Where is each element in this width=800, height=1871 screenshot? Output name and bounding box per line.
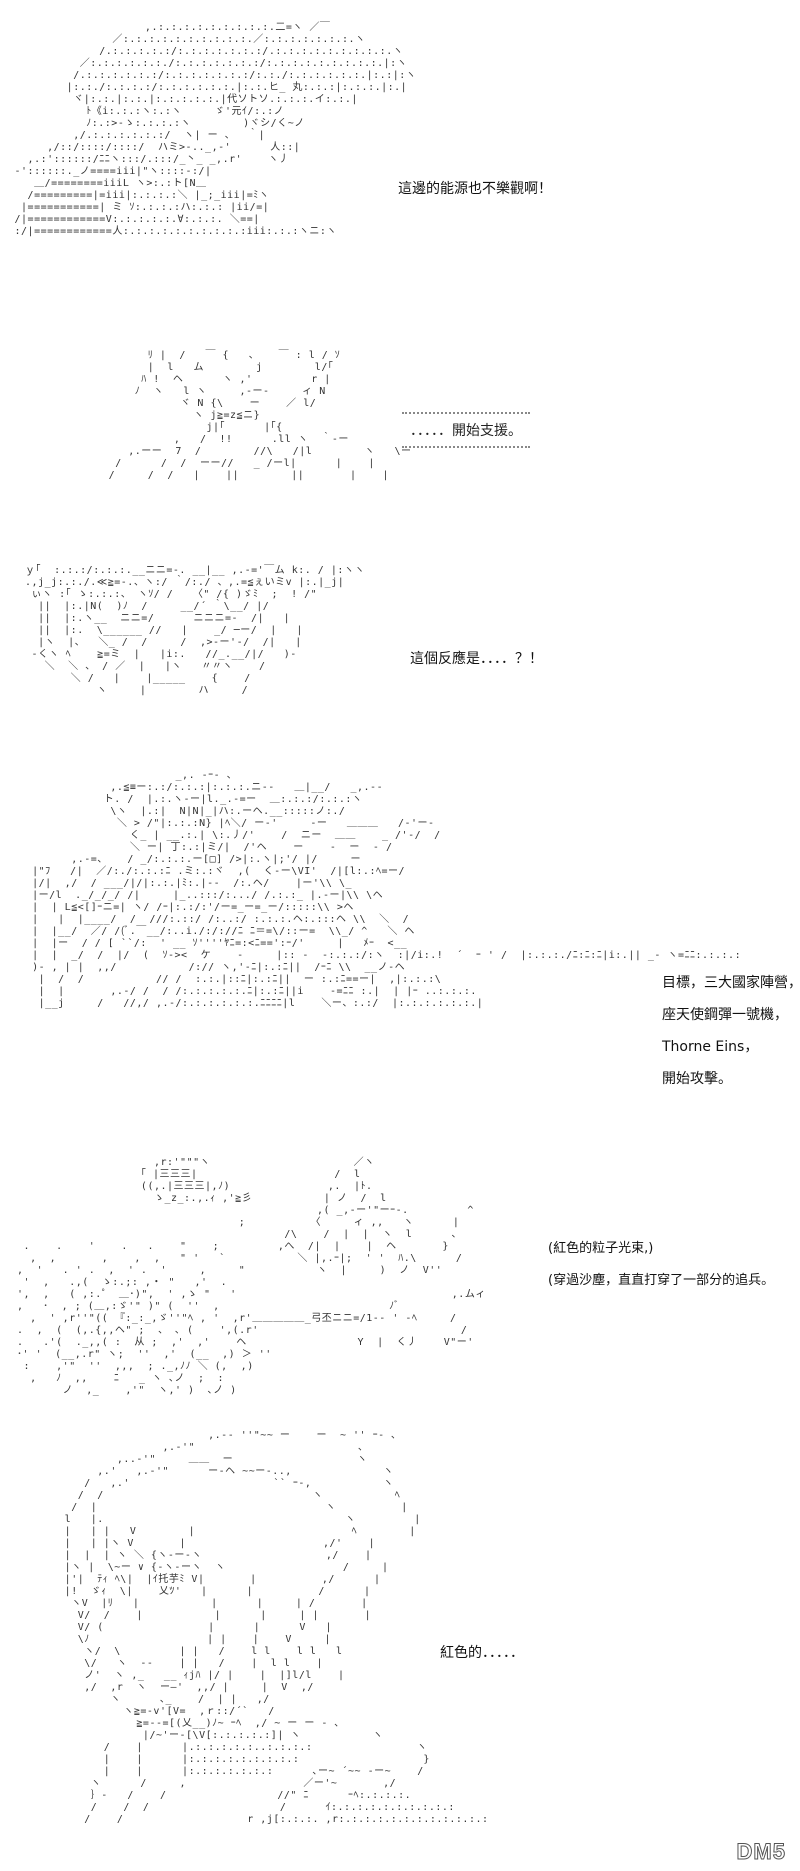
dialogue-line: 目標，三大國家陣營， bbox=[662, 975, 800, 991]
whisper-box: ．．．．．開始支援。 bbox=[402, 412, 530, 448]
ascii-art-battle: ｙ｢ :.:.:/:.:.:.__ニニ=-. __|__ ,.-='￣ム k:.… bbox=[25, 565, 365, 696]
manga-panel-5: ,r:'"""ヽ ／ヽ ｢ |三三三| / l ((,.|三三三|,ﾉ) ,. … bbox=[0, 1145, 800, 1415]
dialogue-line: 這個反應是．．．．？！ bbox=[410, 651, 543, 667]
ascii-art-portrait: ,.-‐ ''"~~ ー ー ~ '' ｰ- ､ ,.-'" ､ ,..-'" … bbox=[64, 1430, 489, 1825]
dialogue-line: 開始攻擊。 bbox=[662, 1071, 732, 1087]
dialogue-line: 紅色的．．．．． bbox=[440, 1645, 524, 1661]
manga-panel-1: ,.:.:.:.:.:.:.:.:.:.二=ヽ ／￣ ／:.:.:.:.:.:.… bbox=[0, 0, 800, 300]
ascii-art-character: ,.:.:.:.:.:.:.:.:.:.二=ヽ ／￣ ／:.:.:.:.:.:.… bbox=[14, 22, 417, 237]
dialogue-line: Thorne Eins， bbox=[662, 1039, 759, 1055]
dialogue-line: 這邊的能源也不樂觀啊！ bbox=[398, 181, 552, 197]
manga-panel-4: _,. -ｰ- 、 ,.≦≡ー:.:/:.:.:|:.:.:.ニ-- ＿|__/… bbox=[0, 770, 800, 1130]
dialogue-line: ．．．．．開始支援。 bbox=[410, 423, 522, 439]
site-logo: DM5 bbox=[736, 1839, 786, 1865]
ascii-art-beam: ,r:'"""ヽ ／ヽ ｢ |三三三| / l ((,.|三三三|,ﾉ) ,. … bbox=[17, 1157, 486, 1396]
dialogue-line: 座天使鋼彈一號機， bbox=[662, 1007, 788, 1023]
ascii-art-figure: ﾘ | / ￣ { 、 ￣ : l / ｿ | l ム j l/｢ ﾊ ! ヘ … bbox=[108, 350, 412, 481]
manga-panel-2: ﾘ | / ￣ { 、 ￣ : l / ｿ | l ム j l/｢ ﾊ ! ヘ … bbox=[0, 340, 800, 530]
manga-panel-6: ,.-‐ ''"~~ ー ー ~ '' ｰ- ､ ,.-'" ､ ,..-'" … bbox=[0, 1430, 800, 1871]
manga-panel-3: ｙ｢ :.:.:/:.:.:.__ニニ=-. __|__ ,.-='￣ム k:.… bbox=[0, 565, 800, 755]
narration-line: (紅色的粒子光束,) bbox=[548, 1241, 654, 1256]
ascii-art-gundam: _,. -ｰ- 、 ,.≦≡ー:.:/:.:.:|:.:.:.ニ-- ＿|__/… bbox=[32, 770, 742, 1009]
narration-line: (穿過沙塵，直直打穿了一部分的追兵。 bbox=[548, 1273, 775, 1288]
